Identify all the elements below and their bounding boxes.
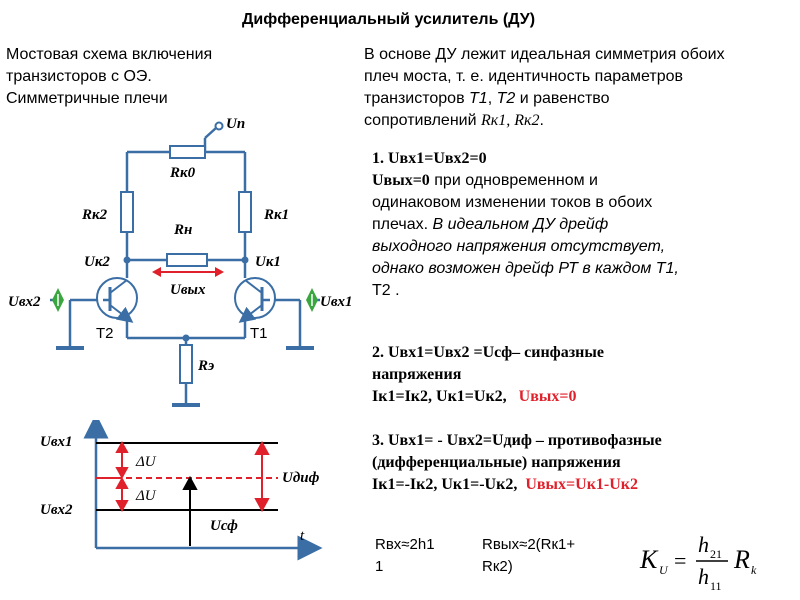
label-uin1: Uвх1 bbox=[320, 294, 353, 310]
point-1-line3-b: В идеальном ДУ дрейф bbox=[432, 216, 609, 233]
rout-line2: Rк2) bbox=[482, 558, 513, 575]
transistor-t2 bbox=[96, 277, 138, 323]
rout-line1: Rвых≈2(Rк1+ bbox=[482, 536, 576, 553]
label-uk2: Uк2 bbox=[84, 254, 110, 270]
udif-arrow bbox=[254, 440, 270, 513]
ku-equals: = bbox=[674, 548, 686, 573]
resistor-refs: Rк1, Rк2 bbox=[480, 112, 540, 129]
label-t2: Т2 bbox=[96, 325, 114, 342]
point-3-line3-a: Iк1=-Iк2, Uк1=-Uк2, bbox=[372, 476, 518, 493]
right-description-line3: транзисторов T1, T2 и равенство bbox=[364, 88, 784, 110]
input-source-left bbox=[52, 288, 64, 312]
transistor-t1-ref: T1 bbox=[469, 90, 488, 107]
right-description-line3-post: и равенство bbox=[515, 90, 610, 107]
rin-line2: 1 bbox=[375, 558, 384, 575]
graph-label-t: t bbox=[300, 528, 305, 544]
label-supply: Uп bbox=[226, 116, 245, 132]
right-description-line4-post: . bbox=[539, 112, 544, 129]
point-2-line3-a: Iк1=Iк2, Uк1=Uк2, bbox=[372, 388, 507, 405]
ucf-arrow bbox=[182, 475, 198, 546]
graph-label-uin2: Uвх2 bbox=[40, 502, 73, 518]
rout-formula: Rвых≈2(Rк1+ Rк2) bbox=[482, 534, 575, 578]
point-2: 2. Uвх1=Uвх2 =Uсф– синфазные напряжения … bbox=[372, 342, 792, 408]
point-1-line3: плечах. В идеальном ДУ дрейф bbox=[372, 214, 792, 236]
resistor-rk0 bbox=[169, 145, 206, 159]
ku-formula: K U = h 21 h 11 R k bbox=[639, 532, 757, 592]
right-description: В основе ДУ лежит идеальная симметрия об… bbox=[364, 44, 784, 132]
resistor-re bbox=[179, 344, 193, 384]
ku-rhs-sub: k bbox=[751, 563, 757, 577]
point-1-uout: Uвых=0 bbox=[372, 172, 430, 189]
right-description-line2: плеч моста, т. е. идентичность параметро… bbox=[364, 68, 684, 85]
resistor-rk1 bbox=[238, 191, 252, 233]
right-description-line4: сопротивлений Rк1, Rк2. bbox=[364, 110, 784, 132]
label-re: Rэ bbox=[197, 358, 214, 374]
point-3-line2: (дифференциальные) напряжения bbox=[372, 454, 621, 471]
label-uk1: Uк1 bbox=[255, 254, 281, 270]
point-1-line1-text: при одновременном и bbox=[429, 172, 598, 189]
label-uout: Uвых bbox=[170, 282, 206, 298]
ku-num: h bbox=[698, 532, 709, 557]
rin-line1: Rвх≈2h1 bbox=[375, 536, 435, 553]
resistor-rk2 bbox=[120, 191, 134, 233]
bridge-circuit: Uп Rк0 Rк2 Rк1 Rн Uк2 Uк1 Uвых Uвх2 Uвх1… bbox=[8, 116, 353, 407]
graph-label-du-top: ΔU bbox=[135, 454, 157, 470]
graph-label-uin1: Uвх1 bbox=[40, 434, 73, 450]
supply-terminal bbox=[214, 121, 224, 131]
junction-emitter bbox=[182, 334, 190, 342]
ku-num-sub: 21 bbox=[710, 547, 722, 561]
point-3-line1: 3. Uвх1= - Uвх2=Uдиф – противофазные bbox=[372, 432, 662, 449]
voltage-graph: Uвх1 Uвх2 Uдиф Uсф ΔU ΔU t bbox=[40, 420, 323, 561]
input-source-right bbox=[306, 288, 318, 312]
right-description-line3-pre: транзисторов bbox=[364, 90, 470, 107]
point-2-line1: 2. Uвх1=Uвх2 =Uсф– синфазные bbox=[372, 344, 604, 361]
point-2-line2: напряжения bbox=[372, 366, 462, 383]
left-description: Мостовая схема включения транзисторов с … bbox=[6, 46, 213, 107]
label-rk1: Rк1 bbox=[263, 207, 289, 223]
label-rn: Rн bbox=[173, 222, 192, 238]
point-1-line5: однако возможен дрейф РТ в каждом Т1, bbox=[372, 260, 679, 277]
ku-den: h bbox=[698, 564, 709, 589]
graph-label-ucf: Uсф bbox=[210, 518, 238, 534]
supply-lead-diag bbox=[204, 127, 217, 139]
ku-den-sub: 11 bbox=[710, 579, 722, 592]
transistor-t1 bbox=[234, 277, 276, 323]
point-3-line3: Iк1=-Iк2, Uк1=-Uк2, Uвых=Uк1-Uк2 bbox=[372, 474, 792, 496]
point-1-line4: выходного напряжения отсутствует, bbox=[372, 238, 666, 255]
point-1-line3-a: плечах. bbox=[372, 216, 433, 233]
point-1-line1: Uвых=0 при одновременном и bbox=[372, 170, 792, 192]
graph-label-udif: Uдиф bbox=[282, 470, 320, 486]
ku-lhs-sub: U bbox=[659, 563, 669, 577]
ku-rhs: R bbox=[733, 545, 750, 574]
label-rk0: Rк0 bbox=[169, 165, 196, 181]
junction-right bbox=[241, 256, 249, 264]
transistor-t2-ref: T2 bbox=[496, 90, 516, 107]
point-2-line3: Iк1=Iк2, Uк1=Uк2, Uвых=0 bbox=[372, 386, 792, 408]
point-1-line2: одинаковом изменении токов в обоих bbox=[372, 194, 653, 211]
label-uin2: Uвх2 bbox=[8, 294, 41, 310]
label-t1: Т1 bbox=[250, 325, 268, 342]
label-rk2: Rк2 bbox=[81, 207, 108, 223]
right-description-line1: В основе ДУ лежит идеальная симметрия об… bbox=[364, 46, 725, 63]
resistor-rn bbox=[166, 253, 208, 267]
graph-label-du-bottom: ΔU bbox=[135, 488, 157, 504]
ku-lhs: K bbox=[639, 545, 659, 574]
point-3: 3. Uвх1= - Uвх2=Uдиф – противофазные (ди… bbox=[372, 430, 792, 496]
rin-formula: Rвх≈2h1 1 bbox=[375, 534, 435, 578]
point-1-header: 1. Uвх1=Uвх2=0 bbox=[372, 150, 487, 167]
point-1: 1. Uвх1=Uвх2=0 Uвых=0 при одновременном … bbox=[372, 148, 792, 302]
delta-u-arrows bbox=[115, 440, 129, 513]
point-1-line6: Т2 . bbox=[372, 282, 400, 299]
point-2-uout: Uвых=0 bbox=[518, 388, 577, 405]
junction-left bbox=[123, 256, 131, 264]
point-3-uout: Uвых=Uк1-Uк2 bbox=[525, 476, 639, 493]
right-description-sep: , bbox=[487, 90, 497, 107]
page-title: Дифференциальный усилитель (ДУ) bbox=[242, 11, 536, 28]
right-description-line4-pre: сопротивлений bbox=[364, 112, 481, 129]
output-voltage-arrow bbox=[152, 267, 224, 277]
